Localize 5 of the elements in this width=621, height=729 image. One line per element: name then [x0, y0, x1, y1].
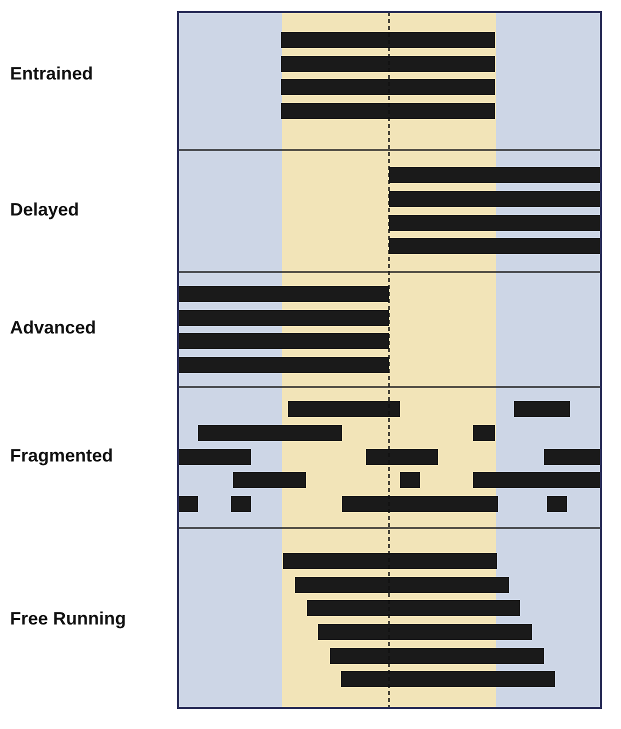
row-label: Free Running: [10, 608, 126, 630]
row-label: Advanced: [10, 318, 96, 338]
row-label: Fragmented: [10, 446, 114, 466]
row-label: Delayed: [10, 200, 80, 220]
row-label: Entrained: [10, 64, 94, 84]
